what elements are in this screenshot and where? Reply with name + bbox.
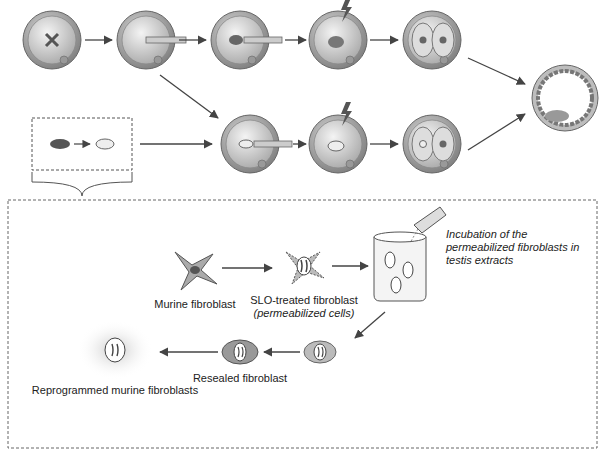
caption-label: SLO-treated fibroblast — [219, 294, 389, 307]
caption-label: Reprogrammed murine fibroblasts — [25, 384, 205, 397]
caption-label: Resealed fibroblast — [160, 372, 320, 385]
caption-label: (permeabilized cells) — [219, 307, 389, 320]
caption-label: Incubation of the permeabilized fibrobla… — [446, 228, 586, 267]
